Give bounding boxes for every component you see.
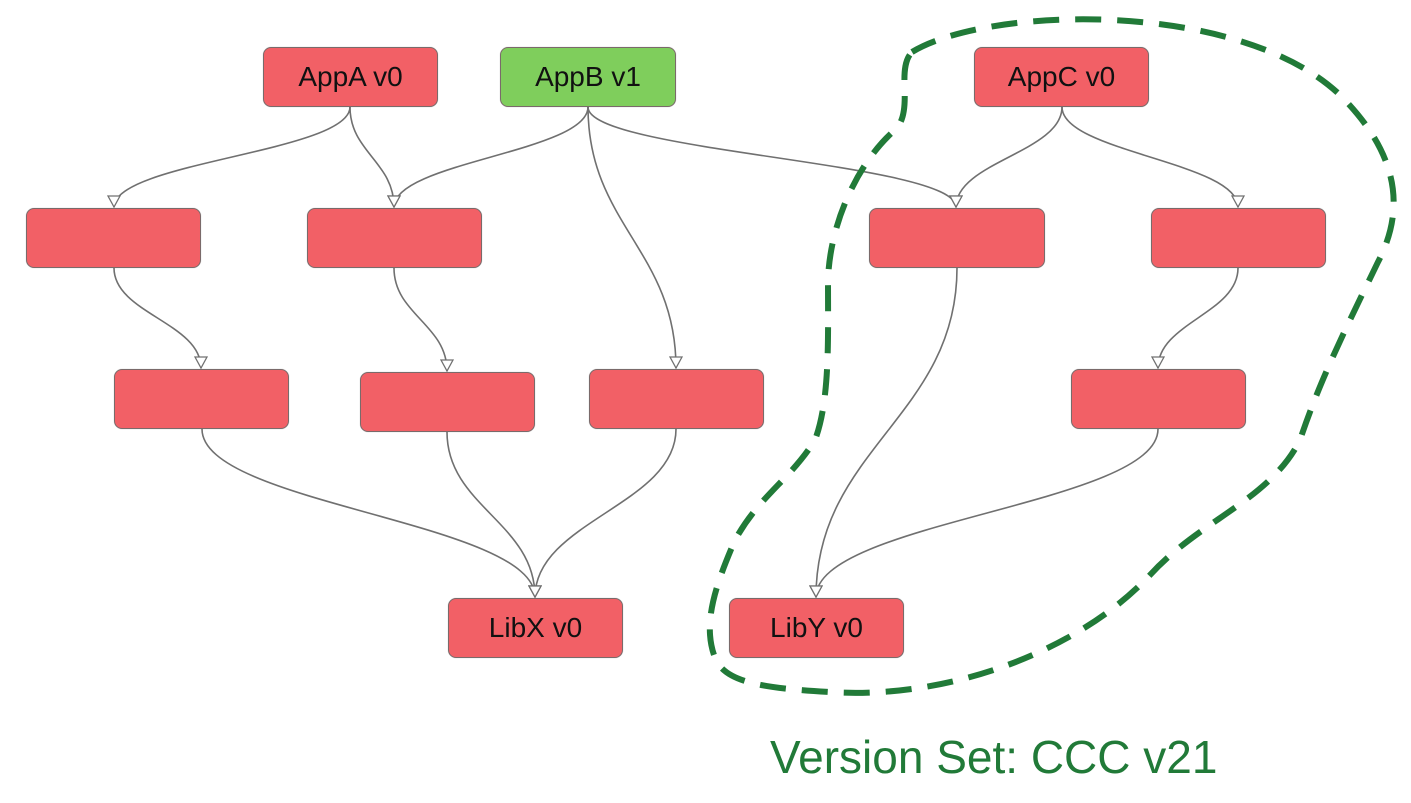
node-appB[interactable]: AppB v1: [500, 47, 676, 107]
edge-r3b-to-libX: [446, 431, 535, 597]
edge-appA-to-r2a: [114, 106, 351, 207]
edge-appB-to-r2b: [394, 106, 589, 207]
version-set-label: Version Set: CCC v21: [770, 731, 1218, 783]
node-appC[interactable]: AppC v0: [974, 47, 1149, 107]
node-libY[interactable]: LibY v0: [729, 598, 904, 658]
edge-r3a-to-libX: [201, 428, 535, 597]
node-r3a[interactable]: [114, 369, 289, 429]
edge-r3d-to-libY: [816, 428, 1159, 597]
node-r2b[interactable]: [307, 208, 482, 268]
edges-layer: [113, 106, 1239, 597]
node-appA[interactable]: AppA v0: [263, 47, 438, 107]
node-r2a[interactable]: [26, 208, 201, 268]
node-label: AppA v0: [298, 61, 403, 92]
node-label: AppC v0: [1007, 61, 1116, 92]
edge-r3c-to-libX: [535, 428, 677, 597]
edge-appA-to-r2b: [349, 106, 394, 207]
node-r3d[interactable]: [1071, 369, 1246, 429]
edge-appB-to-r2c: [587, 106, 956, 207]
node-label: LibY v0: [770, 612, 863, 643]
node-label: LibX v0: [488, 612, 583, 643]
edge-r2a-to-r3a: [113, 267, 201, 368]
edge-r2b-to-r3b: [393, 267, 447, 371]
edge-appC-to-r2d: [1061, 106, 1238, 207]
node-r2d[interactable]: [1151, 208, 1326, 268]
edge-appB-to-r3c: [587, 106, 676, 368]
node-r3c[interactable]: [589, 369, 764, 429]
node-r3b[interactable]: [360, 372, 535, 432]
edge-r2c-to-libY: [816, 267, 958, 597]
node-r2c[interactable]: [869, 208, 1045, 268]
node-libX[interactable]: LibX v0: [448, 598, 623, 658]
edge-appC-to-r2c: [956, 106, 1063, 207]
version-set-outline: [706, 16, 1397, 696]
node-label: AppB v1: [535, 61, 641, 92]
edge-r2d-to-r3d: [1158, 267, 1239, 368]
